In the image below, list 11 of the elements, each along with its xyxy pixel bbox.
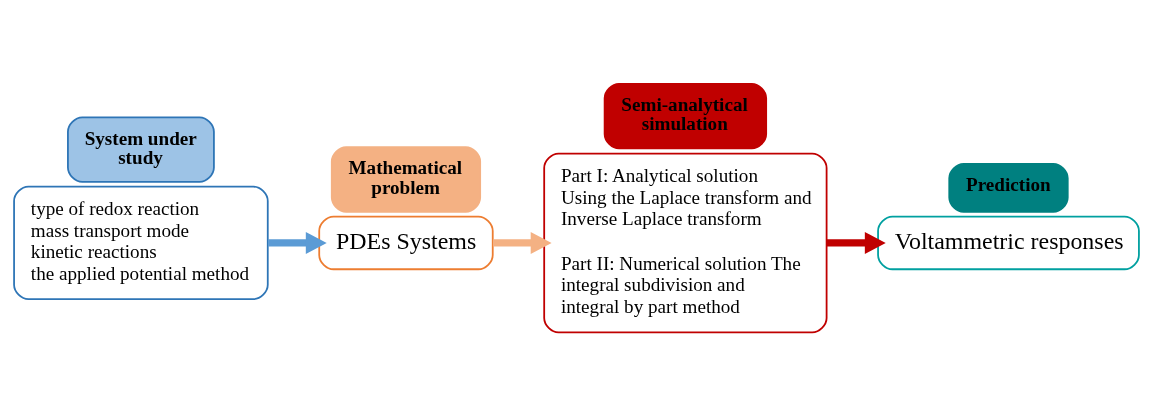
arrow [268,232,327,254]
node-box: type of redox reaction mass transport mode kinetic reactions the applied potential method [13,185,269,301]
node-box: Prediction [948,163,1069,213]
arrow [492,232,552,254]
node-box: System under study [67,116,215,183]
node-box: Semi-analytical simulation [603,82,768,150]
arrow [826,232,886,254]
node-box: PDEs Systems [318,215,494,271]
node-box: Part I: Analytical solution Using the Laplace transform and Inverse Laplace transform Part II: Numerical solution The integral subdivision and integral by part method [543,152,828,334]
node-box: Mathematical problem [330,146,482,213]
node-box: Voltammetric responses [877,215,1140,271]
